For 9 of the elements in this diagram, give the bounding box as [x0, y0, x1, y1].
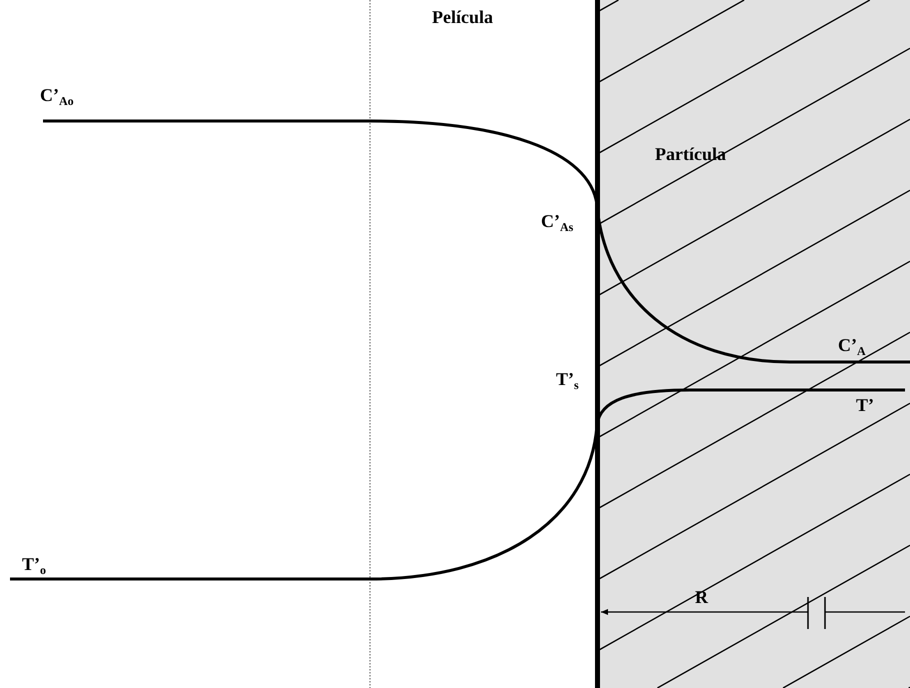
profile-label: C’$_{A}$ [838, 336, 866, 357]
profile-label: C’$_{As}$ [541, 212, 574, 233]
region-label: Partícula [655, 145, 726, 163]
profile-label: T’$_{s}$ [556, 370, 579, 391]
profile-label: C’$_{Ao}$ [40, 86, 74, 107]
profile-label: T’ [856, 396, 874, 414]
film-label: Película [432, 8, 493, 26]
radius-label: R [695, 588, 708, 606]
profile-label: T’$_{o}$ [22, 555, 46, 576]
